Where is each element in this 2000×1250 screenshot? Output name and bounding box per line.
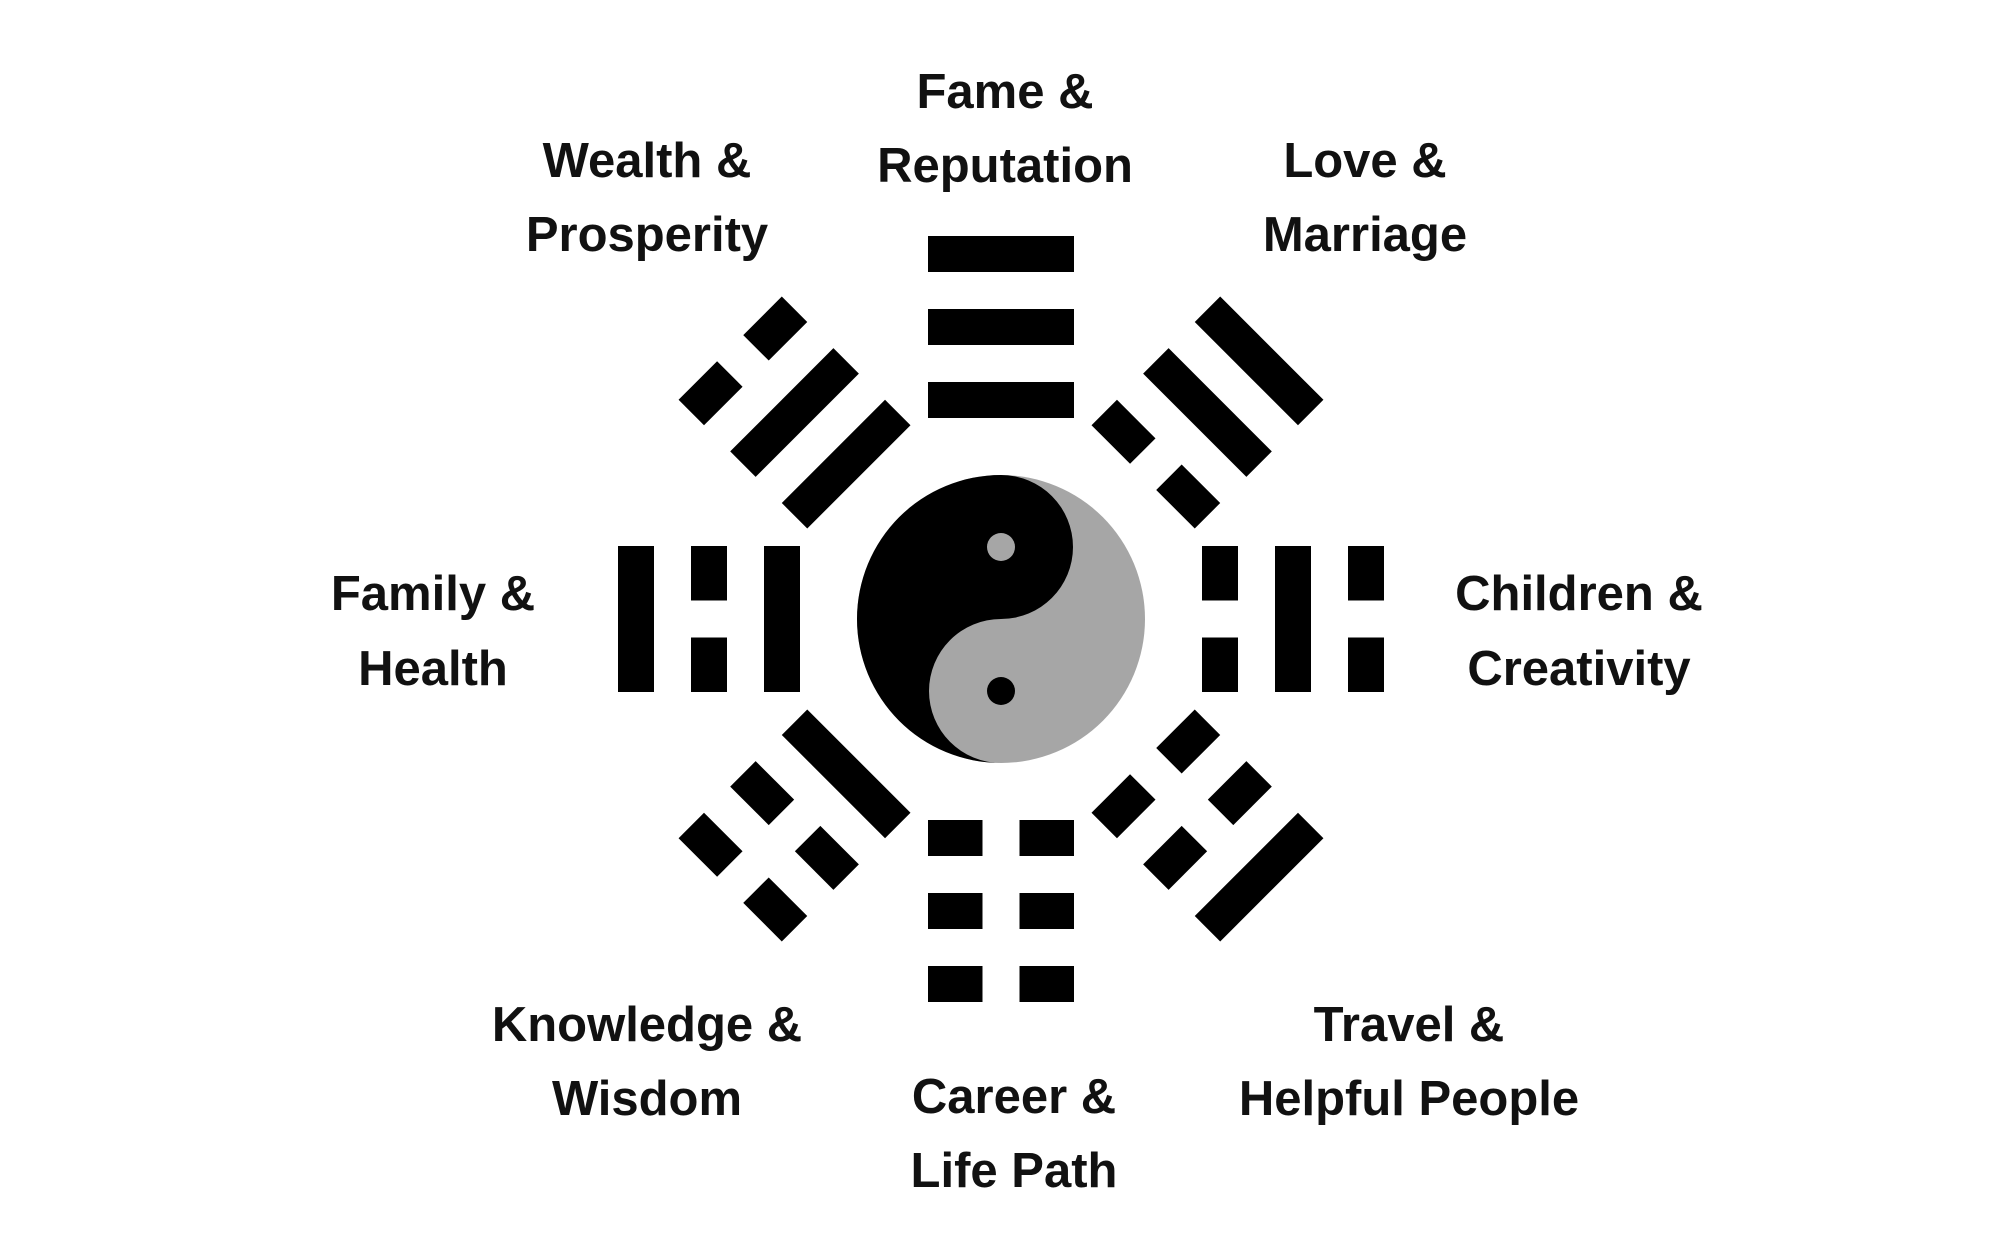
label-knowledge-line2: Wisdom <box>552 1072 742 1126</box>
trigram-line-broken <box>678 361 743 426</box>
trigram-line-broken <box>794 825 859 890</box>
trigram-fame <box>928 236 1074 418</box>
trigram-line-solid <box>1143 348 1272 477</box>
label-fame-line2: Reputation <box>877 139 1133 193</box>
labels: Fame & Reputation Love & Marriage Childr… <box>331 65 1703 1198</box>
trigram-line-broken <box>1143 825 1208 890</box>
trigram-line-solid <box>1194 296 1324 426</box>
trigram-line-solid <box>618 546 654 692</box>
trigram-line-solid <box>730 348 859 477</box>
trigram-line-solid <box>781 399 911 529</box>
yin-yang-icon <box>857 475 1145 763</box>
trigram-travel <box>1091 709 1324 942</box>
trigram-line-solid <box>928 382 1074 418</box>
trigram-line-broken <box>1019 966 1074 1002</box>
trigram-line-broken <box>691 637 727 692</box>
trigrams <box>618 236 1384 1002</box>
trigram-line-broken <box>1019 820 1074 856</box>
label-family-line1: Family & <box>331 567 535 621</box>
trigram-family <box>618 546 800 692</box>
label-travel-line1: Travel & <box>1314 998 1505 1052</box>
label-career-line2: Life Path <box>911 1144 1118 1198</box>
trigram-line-broken <box>730 761 795 826</box>
trigram-line-broken <box>691 546 727 601</box>
trigram-career <box>928 820 1074 1002</box>
label-travel-line2: Helpful People <box>1239 1072 1579 1126</box>
label-children-line1: Children & <box>1455 567 1703 621</box>
trigram-line-broken <box>1202 637 1238 692</box>
trigram-line-broken <box>1091 774 1156 839</box>
trigram-line-broken <box>678 812 743 877</box>
label-children-line2: Creativity <box>1467 642 1690 696</box>
trigram-line-solid <box>1275 546 1311 692</box>
trigram-line-solid <box>928 309 1074 345</box>
label-career-line1: Career & <box>912 1070 1116 1124</box>
trigram-line-broken <box>928 966 983 1002</box>
label-love-line2: Marriage <box>1263 208 1467 262</box>
trigram-line-broken <box>1019 893 1074 929</box>
label-fame-line1: Fame & <box>916 65 1093 119</box>
trigram-line-broken <box>743 877 808 942</box>
trigram-line-broken <box>1156 709 1221 774</box>
trigram-line-broken <box>928 820 983 856</box>
trigram-line-solid <box>781 709 911 839</box>
trigram-line-broken <box>1202 546 1238 601</box>
trigram-line-broken <box>743 296 808 361</box>
trigram-line-broken <box>1348 637 1384 692</box>
label-knowledge-line1: Knowledge & <box>492 998 802 1052</box>
trigram-line-broken <box>928 893 983 929</box>
trigram-line-solid <box>928 236 1074 272</box>
trigram-knowledge <box>678 709 911 942</box>
label-love-line1: Love & <box>1283 134 1446 188</box>
label-wealth-line1: Wealth & <box>543 134 752 188</box>
trigram-line-broken <box>1156 464 1221 529</box>
trigram-children <box>1202 546 1384 692</box>
trigram-line-broken <box>1348 546 1384 601</box>
trigram-love <box>1091 296 1324 529</box>
trigram-line-broken <box>1207 761 1272 826</box>
trigram-line-solid <box>764 546 800 692</box>
label-wealth-line2: Prosperity <box>526 208 768 262</box>
trigram-line-solid <box>1194 812 1324 942</box>
trigram-wealth <box>678 296 911 529</box>
label-family-line2: Health <box>358 642 508 696</box>
trigram-line-broken <box>1091 399 1156 464</box>
